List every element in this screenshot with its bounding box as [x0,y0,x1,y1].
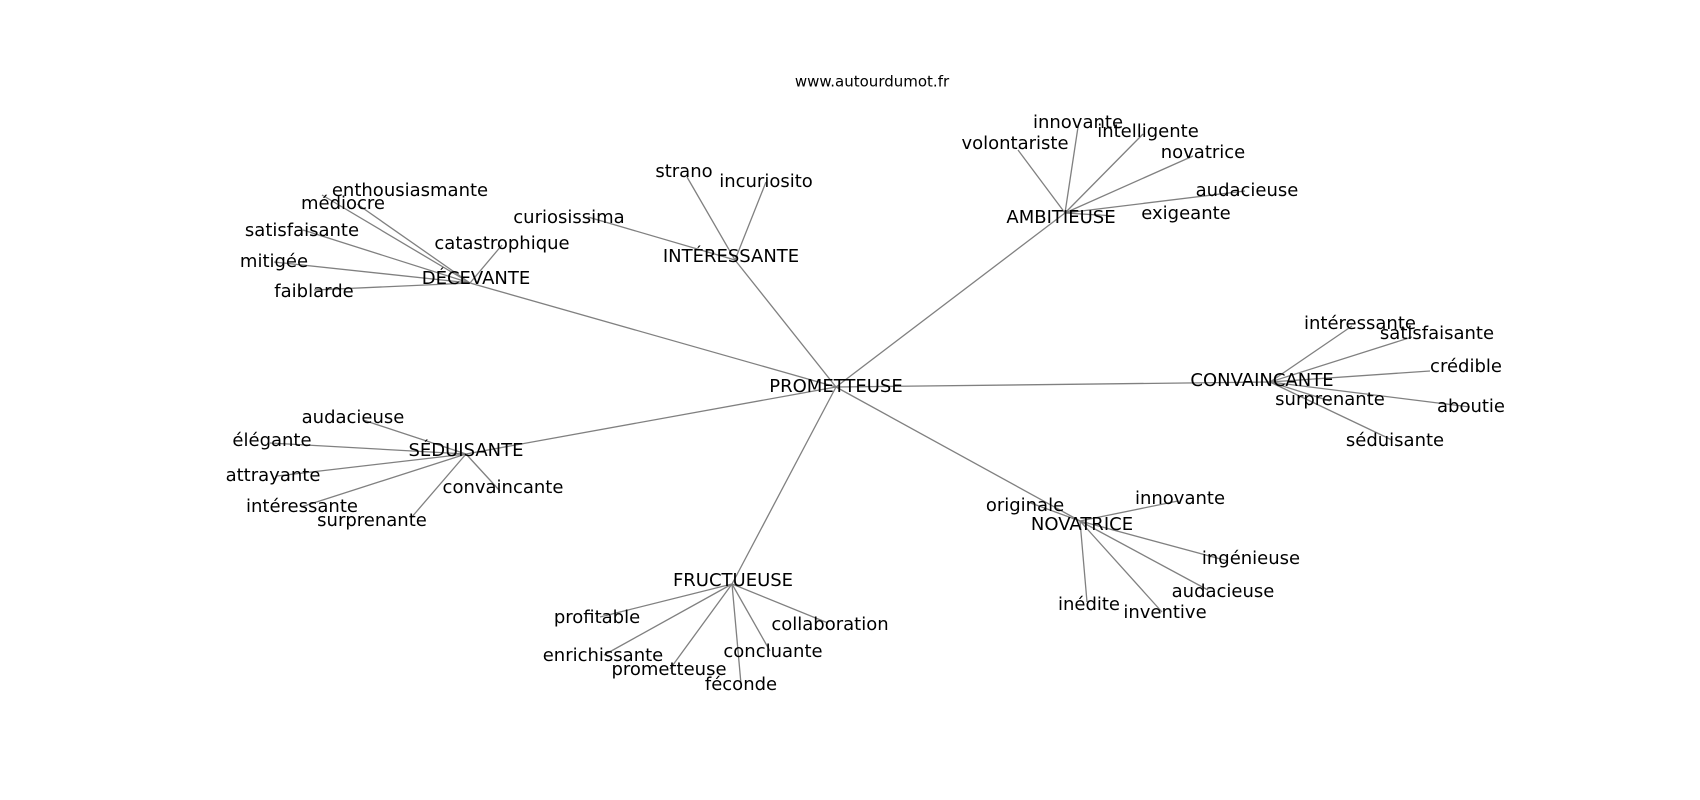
leaf-node-label: innovante [1135,488,1225,509]
edge-group-6-leaf-2 [1079,520,1229,562]
edge-group-0-leaf-3 [273,261,471,284]
leaf-node-label: intelligente [1097,121,1199,142]
center-node-label: PROMETTEUSE [769,376,902,397]
group-node-label: SÉDUISANTE [408,439,523,461]
edge-group-5-leaf-3 [731,583,742,685]
edge-center-5 [731,386,837,585]
edge-group-4-leaf-0 [362,419,467,455]
leaf-node-label: strano [655,161,712,182]
leaf-node-label: enrichissante [543,645,664,666]
edge-center-1 [734,259,837,388]
group-node-label: AMBITIEUSE [1006,207,1115,228]
edge-group-5-leaf-2 [669,583,733,670]
edge-group-2-leaf-2 [1017,149,1066,214]
leaf-node-label: audacieuse [1172,581,1275,602]
edge-group-6-leaf-4 [1079,520,1163,613]
edge-group-2-leaf-3 [1064,155,1194,214]
edge-group-3-leaf-2 [1269,370,1431,383]
edge-group-3-leaf-0 [1269,325,1353,383]
edge-group-5-leaf-0 [599,583,733,618]
leaf-node-label: curiosissima [513,207,624,228]
edge-group-3-leaf-3 [1269,381,1331,402]
leaf-node-label: inédite [1058,594,1120,615]
leaf-node-label: incuriosito [719,171,813,192]
leaf-node-label: mitigée [240,251,308,272]
leaf-node-label: convaincante [443,477,564,498]
edge-center-3 [835,381,1271,388]
leaf-node-label: intéressante [1304,313,1416,334]
leaf-node-label: catastrophique [434,233,569,254]
edge-group-5-leaf-1 [603,583,733,656]
leaf-node-label: satisfaisante [245,220,359,241]
leaf-node-label: séduisante [1346,430,1444,451]
edge-group-1-leaf-1 [734,181,767,261]
edge-group-6-leaf-5 [1079,520,1088,603]
graph-labels: PROMETTEUSE DÉCEVANTE enthousiasmantemédio… [226,112,1505,695]
edge-group-0-leaf-1 [356,203,471,284]
group-node-label: NOVATRICE [1031,514,1133,535]
leaf-node-label: faiblarde [274,281,353,302]
edge-group-1-leaf-2 [587,216,736,261]
edge-center-0 [469,282,837,388]
leaf-node-label: aboutie [1437,396,1505,417]
leaf-node-label: satisfaisante [1380,323,1494,344]
edge-group-6-leaf-3 [1079,520,1209,591]
edge-group-0-leaf-4 [313,282,471,291]
leaf-node-label: collaboration [771,614,888,635]
leaf-node-label: inventive [1123,602,1206,623]
edge-group-4-leaf-3 [300,453,467,508]
leaf-node-label: innovante [1033,112,1123,133]
leaf-node-label: novatrice [1161,142,1246,163]
leaf-node-label: volontariste [961,133,1068,154]
edge-group-4-leaf-4 [410,453,467,519]
graph-edges [269,126,1471,685]
edge-group-0-leaf-0 [321,194,471,284]
leaf-node-label: exigeante [1141,203,1230,224]
leaf-node-label: crédible [1430,356,1502,377]
group-node-label: CONVAINCANTE [1190,370,1333,391]
leaf-node-label: profitable [554,607,640,628]
edge-group-6-leaf-1 [1079,500,1179,522]
edge-group-2-leaf-4 [1064,190,1246,214]
edge-group-0-leaf-5 [469,244,503,284]
edge-group-4-leaf-2 [276,453,467,477]
leaf-node-label: ingénieuse [1202,548,1300,569]
edge-group-0-leaf-2 [302,229,471,284]
leaf-node-label: élégante [232,430,311,451]
leaf-node-label: féconde [705,674,777,695]
group-node-label: INTÉRESSANTE [663,245,799,267]
leaf-node-label: concluante [723,641,822,662]
edge-center-4 [465,386,837,455]
leaf-node-label: intéressante [246,496,358,517]
leaf-node-label: audacieuse [302,407,405,428]
edge-group-4-leaf-5 [465,453,501,492]
leaf-node-label: surprenante [317,510,427,531]
edge-group-1-leaf-0 [686,176,736,261]
edge-group-2-leaf-0 [1064,126,1079,214]
edge-group-3-leaf-1 [1269,336,1413,383]
edge-group-3-leaf-4 [1269,381,1471,408]
leaf-node-label: audacieuse [1196,180,1299,201]
edge-center-2 [835,212,1066,388]
leaf-node-label: attrayante [226,465,321,486]
group-node-label: DÉCEVANTE [422,267,530,289]
leaf-node-label: médiocre [301,193,385,214]
edge-group-5-leaf-5 [731,583,829,624]
leaf-node-label: enthousiasmante [332,180,488,201]
edge-group-6-leaf-0 [1027,501,1081,522]
edge-group-2-leaf-1 [1064,133,1144,214]
edge-group-5-leaf-4 [731,583,771,652]
edge-group-2-leaf-5 [1064,212,1116,217]
leaf-node-label: originale [986,495,1064,516]
edge-group-4-leaf-1 [269,442,467,455]
leaf-node-label: surprenante [1275,389,1385,410]
leaf-node-label: prometteuse [611,659,726,680]
group-node-label: FRUCTUEUSE [673,570,793,591]
edge-group-3-leaf-5 [1269,381,1393,441]
edge-center-6 [835,386,1081,522]
source-credit: www.autourdumot.fr [795,73,950,91]
